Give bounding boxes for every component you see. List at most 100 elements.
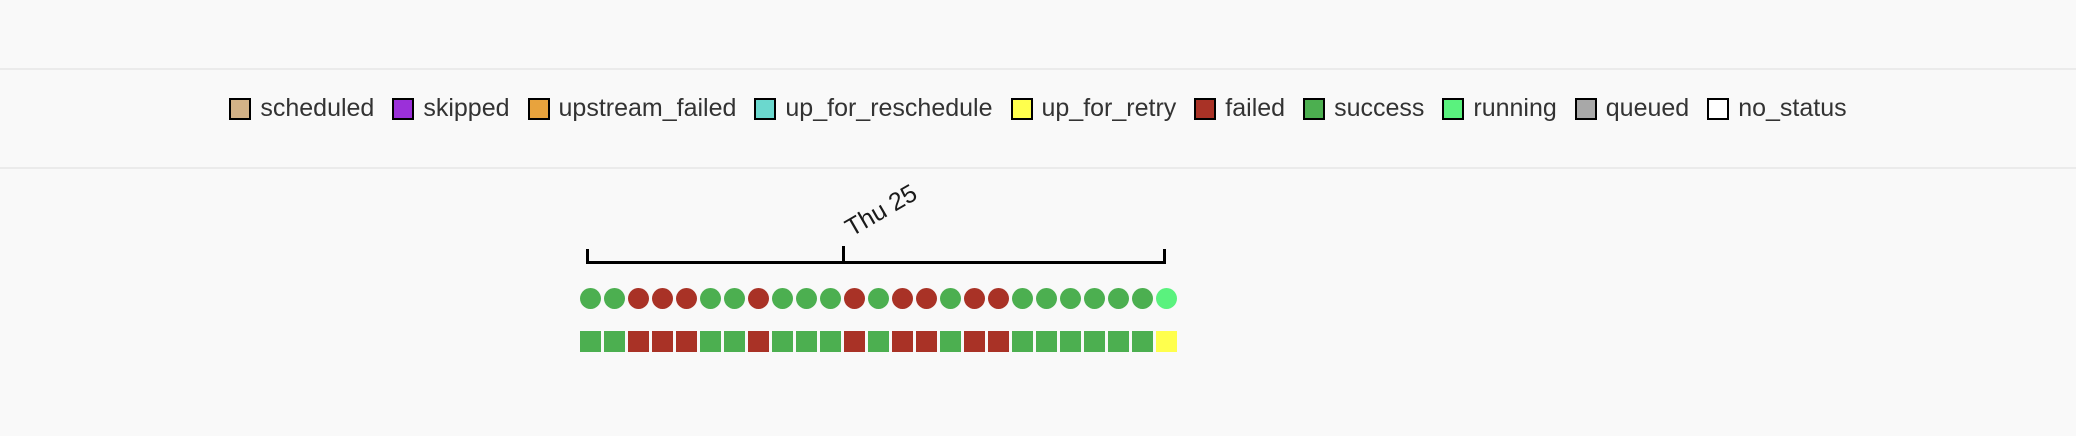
legend-item-no-status[interactable]: no_status — [1707, 96, 1847, 121]
status-marker-failed — [627, 288, 649, 309]
status-marker-failed — [915, 331, 937, 352]
dag-run-marker[interactable] — [578, 288, 602, 309]
status-marker-success — [939, 331, 961, 352]
task-instance-marker[interactable] — [722, 331, 746, 352]
status-marker-failed — [963, 288, 985, 309]
dag-run-marker[interactable] — [674, 288, 698, 309]
status-marker-success — [795, 331, 817, 352]
dag-run-marker[interactable] — [986, 288, 1010, 309]
legend-item-failed[interactable]: failed — [1194, 96, 1285, 121]
task-instance-marker[interactable] — [602, 331, 626, 352]
dag-run-marker[interactable] — [1130, 288, 1154, 309]
task-instance-marker[interactable] — [866, 331, 890, 352]
task-instance-marker[interactable] — [746, 331, 770, 352]
task-instance-marker[interactable] — [938, 331, 962, 352]
task-instance-marker[interactable] — [794, 331, 818, 352]
status-marker-success — [1035, 288, 1057, 309]
status-marker-failed — [843, 288, 865, 309]
dag-run-marker[interactable] — [650, 288, 674, 309]
dag-run-marker[interactable] — [746, 288, 770, 309]
legend-swatch-upstream-failed-icon — [527, 97, 550, 120]
status-marker-success — [1107, 331, 1129, 352]
dag-run-marker[interactable] — [938, 288, 962, 309]
status-marker-success — [795, 288, 817, 309]
dag-run-marker[interactable] — [1058, 288, 1082, 309]
legend-item-upstream-failed[interactable]: upstream_failed — [527, 96, 736, 121]
status-marker-failed — [987, 331, 1009, 352]
task-instance-marker[interactable] — [674, 331, 698, 352]
dag-run-marker[interactable] — [722, 288, 746, 309]
legend-swatch-up-for-reschedule-icon — [754, 97, 777, 120]
legend-swatch-scheduled-icon — [229, 97, 252, 120]
legend-item-queued[interactable]: queued — [1574, 94, 1690, 122]
task-instance-marker[interactable] — [818, 331, 842, 352]
legend-item-scheduled[interactable]: scheduled — [229, 96, 374, 121]
legend-swatch-skipped-icon — [392, 97, 415, 120]
dag-run-marker[interactable] — [818, 288, 842, 309]
x-axis-line — [586, 261, 1166, 264]
status-marker-failed — [651, 331, 673, 352]
dag-run-marker[interactable] — [1034, 288, 1058, 309]
task-instance-marker[interactable] — [698, 331, 722, 352]
dag-run-marker[interactable] — [1010, 288, 1034, 309]
dag-run-marker[interactable] — [1106, 288, 1130, 309]
task-instance-marker[interactable] — [1106, 331, 1130, 352]
dag-run-marker[interactable] — [794, 288, 818, 309]
task-instance-marker-row — [578, 331, 1178, 352]
legend-item-up-for-retry[interactable]: up_for_retry — [1010, 96, 1176, 121]
status-marker-failed — [915, 288, 937, 309]
dag-run-marker[interactable] — [866, 288, 890, 309]
dag-run-marker[interactable] — [1154, 288, 1178, 309]
task-instance-marker[interactable] — [626, 331, 650, 352]
status-marker-success — [699, 331, 721, 352]
status-marker-failed — [747, 331, 769, 352]
dag-run-marker[interactable] — [602, 288, 626, 309]
task-instance-marker[interactable] — [1154, 331, 1178, 352]
status-marker-success — [771, 288, 793, 309]
status-marker-success — [723, 331, 745, 352]
status-marker-success — [1011, 331, 1033, 352]
legend-item-label: success — [1334, 94, 1425, 122]
legend-swatch-up-for-retry-icon — [1010, 97, 1033, 120]
legend-item-label: scheduled — [260, 94, 375, 122]
status-marker-failed — [675, 331, 697, 352]
status-marker-success — [1131, 331, 1153, 352]
task-instance-marker[interactable] — [1034, 331, 1058, 352]
task-instance-marker[interactable] — [1130, 331, 1154, 352]
status-marker-success — [1083, 288, 1105, 309]
status-legend: scheduled skipped upstream_failed up_for_re… — [0, 96, 2076, 121]
x-axis-cap-left — [586, 249, 589, 264]
task-instance-marker[interactable] — [1010, 331, 1034, 352]
legend-swatch-no-status-icon — [1707, 97, 1730, 120]
task-instance-marker[interactable] — [890, 331, 914, 352]
dag-run-marker[interactable] — [890, 288, 914, 309]
dag-run-marker[interactable] — [1082, 288, 1106, 309]
task-instance-marker[interactable] — [578, 331, 602, 352]
task-instance-marker[interactable] — [986, 331, 1010, 352]
dag-run-marker[interactable] — [842, 288, 866, 309]
status-marker-failed — [627, 331, 649, 352]
status-marker-failed — [651, 288, 673, 309]
legend-swatch-running-icon — [1442, 97, 1465, 120]
task-instance-marker[interactable] — [1082, 331, 1106, 352]
legend-item-up-for-reschedule[interactable]: up_for_reschedule — [754, 96, 993, 121]
dag-run-marker[interactable] — [962, 288, 986, 309]
legend-item-skipped[interactable]: skipped — [392, 96, 510, 121]
legend-item-label: queued — [1605, 94, 1690, 122]
task-instance-marker[interactable] — [1058, 331, 1082, 352]
legend-swatch-success-icon — [1303, 97, 1326, 120]
task-instance-marker[interactable] — [650, 331, 674, 352]
task-instance-marker[interactable] — [770, 331, 794, 352]
dag-run-marker[interactable] — [698, 288, 722, 309]
legend-item-running[interactable]: running — [1442, 94, 1557, 122]
dag-run-marker[interactable] — [770, 288, 794, 309]
dag-run-marker[interactable] — [914, 288, 938, 309]
task-instance-marker[interactable] — [962, 331, 986, 352]
task-instance-marker[interactable] — [842, 331, 866, 352]
legend-swatch-failed-icon — [1194, 97, 1217, 120]
status-marker-success — [1035, 331, 1057, 352]
dag-run-marker[interactable] — [626, 288, 650, 309]
legend-item-success[interactable]: success — [1303, 96, 1424, 121]
legend-item-label: running — [1473, 94, 1557, 122]
task-instance-marker[interactable] — [914, 331, 938, 352]
